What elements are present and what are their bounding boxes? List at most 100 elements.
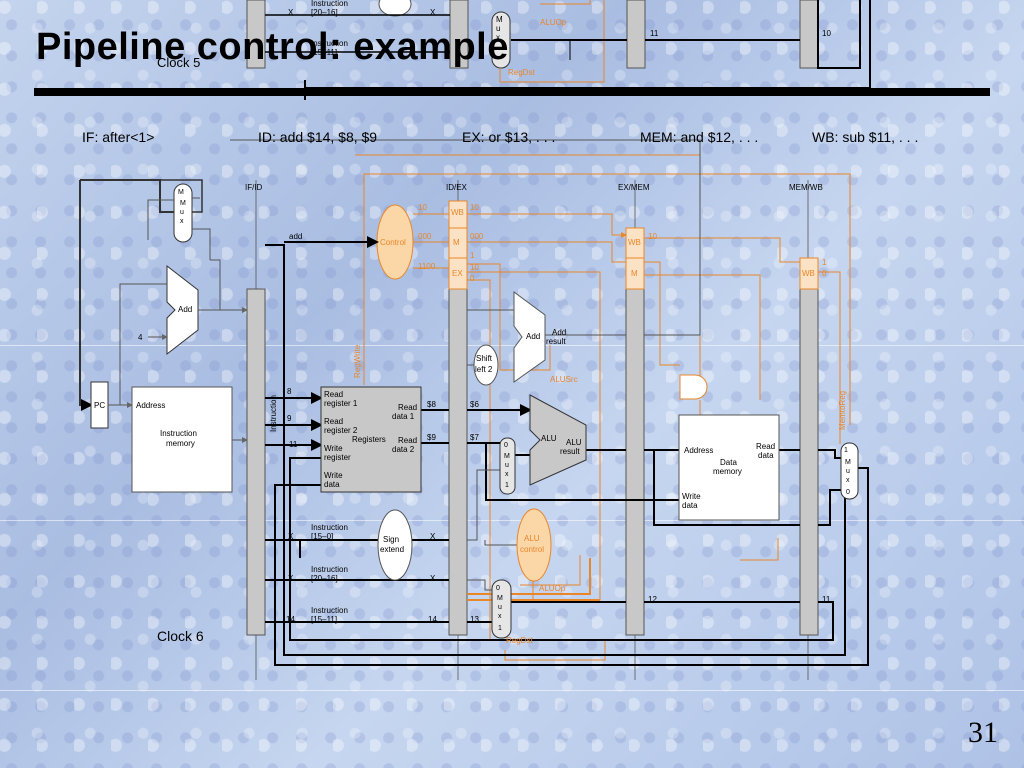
instruction-vertical-label: Instruction xyxy=(269,395,278,432)
previous-clock-label: Clock 5 xyxy=(157,55,201,70)
clock-label: Clock 6 xyxy=(157,628,204,644)
dest-reg-label: 14 xyxy=(286,615,295,624)
write-data-label: data xyxy=(324,480,340,489)
instr-15-0-label: Instruction xyxy=(311,523,348,532)
memwb-wb-tag: WB xyxy=(802,269,815,278)
memtoreg-signal-label: MemtoReg xyxy=(838,391,847,430)
top-x-label: X xyxy=(288,8,294,17)
shift-left-label: Shift xyxy=(476,354,493,363)
control-fields xyxy=(448,200,819,290)
dont-care-label: X xyxy=(288,532,294,541)
memwb-value: 1 xyxy=(822,258,827,267)
idex-m-tag: M xyxy=(453,238,460,247)
registers-label: Registers xyxy=(352,435,386,444)
read-data1-label: Read xyxy=(398,403,417,412)
read-reg2-label: Read xyxy=(324,417,343,426)
shift-left-2 xyxy=(473,344,499,386)
id-ex-label: ID/EX xyxy=(446,183,468,192)
data-mem-read-label: data xyxy=(758,451,774,460)
top-mux-label: M xyxy=(496,15,503,24)
data-mem-read-label: Read xyxy=(756,442,775,451)
alu xyxy=(529,394,587,486)
branch-adder-label: Add xyxy=(526,332,540,341)
instr-20-16-label: Instruction xyxy=(311,565,348,574)
top-instr-field: [20–16] xyxy=(311,8,338,17)
regdst-mux-label: x xyxy=(498,613,502,620)
regdst-mux-zero: 0 xyxy=(496,585,500,592)
control-ex-bits: 1100 xyxy=(418,262,436,271)
exmem-m-value: 1 xyxy=(470,251,475,260)
control-wb-bits: 10 xyxy=(418,203,427,212)
idex-ex-value: 0 xyxy=(470,274,475,283)
alusrc-mux-label: M xyxy=(504,453,510,460)
memtoreg-mux-zero: 0 xyxy=(846,489,850,496)
exmem-wb-tag: WB xyxy=(628,238,641,247)
top-x-label: X xyxy=(430,8,436,17)
sign-extend-label: extend xyxy=(380,545,404,554)
top-instr-field: [15–11] xyxy=(311,48,337,57)
alusrc-signal-label: ALUSrc xyxy=(550,375,578,384)
memtoreg-mux-label: M xyxy=(845,459,851,466)
memtoreg-mux-label: u xyxy=(846,468,850,475)
idex-wb-tag: WB xyxy=(451,208,464,217)
read-data2-label: data 2 xyxy=(392,445,415,454)
pc-mux-label: x xyxy=(180,218,184,225)
branch-adder xyxy=(513,291,546,383)
rs-field-label: 8 xyxy=(287,387,292,396)
branch-and-gate xyxy=(679,374,708,400)
alusrc-mux-label: u xyxy=(505,462,509,469)
stage-mem-label: MEM: and $12, . . . xyxy=(640,129,759,145)
read-data1-label: data 1 xyxy=(392,412,415,421)
background-grid-line xyxy=(0,520,1024,521)
alu-control-label: control xyxy=(520,545,544,554)
regwrite-signal-label: RegWrite xyxy=(353,344,362,378)
exmem-wb-value: 10 xyxy=(648,232,657,241)
mem-wb-label: MEM/WB xyxy=(789,183,823,192)
background-grid-line xyxy=(0,690,1024,691)
if-id-register xyxy=(246,288,266,636)
alu-label: ALU xyxy=(541,434,557,443)
dest-reg-label: 11 xyxy=(822,595,831,604)
exmem-m-tag: M xyxy=(631,269,638,278)
write-reg-label: register xyxy=(324,453,351,462)
regdst-mux-label: M xyxy=(497,595,503,602)
idex-wb-value: 10 xyxy=(470,203,479,212)
background-grid-line xyxy=(0,345,1024,346)
memtoreg-mux-one: 1 xyxy=(844,447,848,454)
read-data2-label: Read xyxy=(398,436,417,445)
control-m-bits: 000 xyxy=(418,232,432,241)
instr-mem-label: Instruction xyxy=(160,429,197,438)
constant-four-label: 4 xyxy=(138,333,143,342)
instruction-fields-wiring xyxy=(265,244,869,666)
memtoreg-mux-label: x xyxy=(846,477,850,484)
memwb-value: 0 xyxy=(822,269,827,278)
top-dest-label: 10 xyxy=(822,29,831,38)
stage-ex-label: EX: or $13, . . . xyxy=(462,129,556,145)
idex-m-value: 000 xyxy=(470,232,484,241)
control-label: Control xyxy=(380,238,406,247)
top-mux-label: u xyxy=(496,24,500,33)
shift-left-label: left 2 xyxy=(475,365,493,374)
read-reg1-label: register 1 xyxy=(324,399,358,408)
rd-field-label: 11 xyxy=(289,440,298,449)
data-mem-label: memory xyxy=(713,467,742,476)
data-mem-write-label: data xyxy=(682,501,698,510)
instr-15-0-label: [15–0] xyxy=(311,532,333,541)
regdst-mux-one: 1 xyxy=(498,625,502,632)
pc-label: PC xyxy=(94,401,105,410)
rt-field-label: 9 xyxy=(287,414,292,423)
dont-care-label: X xyxy=(288,574,294,583)
alusrc-mux-one: 1 xyxy=(505,482,509,489)
reg-value-label: $8 xyxy=(427,400,436,409)
regdst-signal-label: RegDst xyxy=(506,636,533,645)
data-mem-address-label: Address xyxy=(684,446,713,455)
dont-care-label: X xyxy=(430,532,436,541)
reg-value-label: $9 xyxy=(427,433,436,442)
alu-result-label: ALU xyxy=(566,438,582,447)
instr-15-11-label: Instruction xyxy=(311,606,348,615)
stage-id-label: ID: add $14, $8, $9 xyxy=(258,129,378,145)
top-instr-label: Instruction xyxy=(311,39,348,48)
alusrc-mux-label: x xyxy=(505,471,509,478)
opcode-label: add xyxy=(289,232,302,241)
